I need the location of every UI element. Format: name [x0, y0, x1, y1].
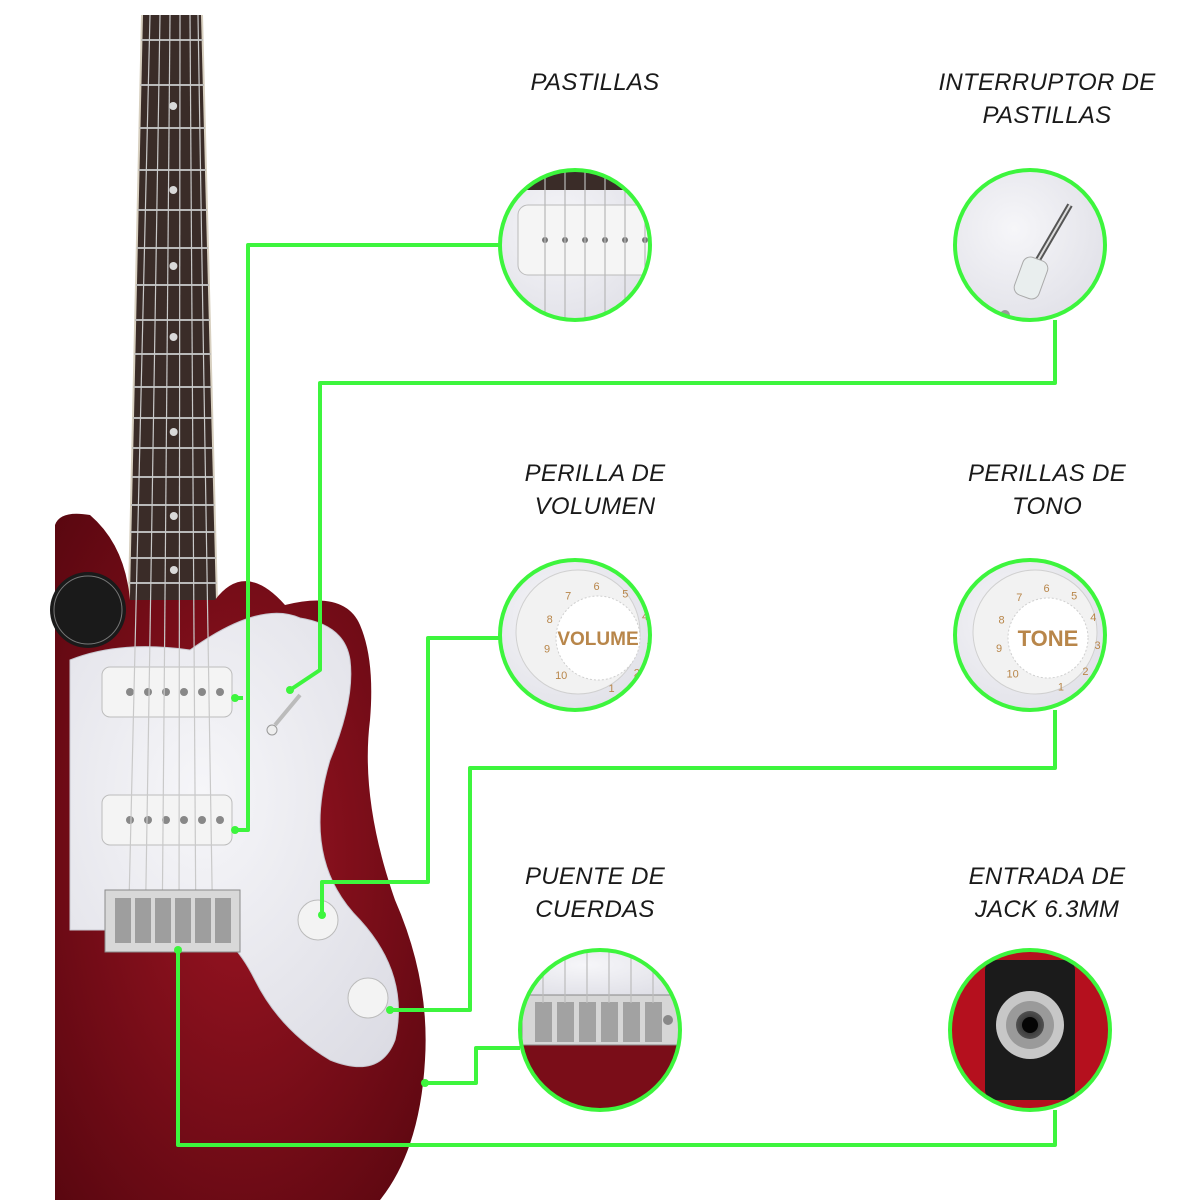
- knob-number: 8: [547, 614, 553, 626]
- label-volume-knob-line-2: VOLUMEN: [534, 493, 656, 520]
- knob-number: 5: [622, 589, 628, 601]
- label-bridge: PUENTE DE CUERDAS: [455, 860, 735, 926]
- label-tone-knobs-line-1: PERILLAS DE: [967, 460, 1127, 487]
- zoom-tone-knob: 1 2 3 4 5 6 78 9 10 TONE: [953, 558, 1107, 712]
- label-bridge-line-2: CUERDAS: [535, 896, 655, 923]
- fret-inlay-dot: [169, 262, 178, 270]
- knob-number: 1: [1058, 681, 1064, 693]
- label-pickups-line-1: PASTILLAS: [530, 69, 660, 96]
- knob-number: 3: [1094, 640, 1100, 652]
- label-tone-knobs: PERILLAS DE TONO: [907, 457, 1187, 523]
- callout-pickups: [235, 243, 500, 832]
- knob-number: 4: [642, 611, 648, 623]
- fret-inlay-dot: [169, 186, 178, 194]
- callout-switch: [288, 320, 1057, 692]
- knob-number: 7: [1016, 592, 1022, 604]
- volume-knob-label: VOLUME: [557, 629, 638, 650]
- zoom-bridge: [518, 948, 682, 1112]
- knob-number: 10: [555, 670, 567, 682]
- fret-inlay-dot: [169, 333, 178, 341]
- label-jack-input: ENTRADA DE JACK 6.3MM: [907, 860, 1187, 926]
- knob-number: 9: [544, 644, 550, 656]
- callout-lines: [176, 243, 1057, 1147]
- guitar-neck: [127, 14, 219, 641]
- knob-number: 6: [593, 581, 599, 593]
- zoom-pickup-switch: [953, 168, 1107, 322]
- label-jack-input-line-1: ENTRADA DE: [968, 863, 1126, 890]
- label-volume-knob: PERILLA DE VOLUMEN: [455, 457, 735, 523]
- guitar-body: [50, 14, 426, 1200]
- knob-number: 4: [1090, 612, 1096, 624]
- zoom-pickups: [498, 168, 652, 322]
- knob-number: 10: [1006, 668, 1018, 680]
- callout-jack: [176, 950, 1057, 1147]
- knob-number: 2: [634, 668, 640, 680]
- fret-inlay-dot: [169, 102, 178, 110]
- callout-tone: [390, 710, 1057, 1012]
- label-volume-knob-line-1: PERILLA DE: [524, 460, 666, 487]
- label-bridge-line-1: PUENTE DE: [524, 863, 666, 890]
- knob-number: 2: [1082, 666, 1088, 678]
- fret-inlay-dot: [169, 566, 178, 574]
- fret-inlay-dot: [169, 428, 178, 436]
- tone-knob-label: TONE: [1018, 626, 1079, 651]
- label-pickup-switch-line-2: PASTILLAS: [982, 102, 1112, 129]
- label-pickups: PASTILLAS: [455, 66, 735, 99]
- label-pickup-switch: INTERRUPTOR DE PASTILLAS: [907, 66, 1187, 132]
- label-tone-knobs-line-2: TONO: [1011, 493, 1083, 520]
- label-jack-input-line-2: JACK 6.3MM: [974, 896, 1120, 923]
- zoom-jack-input: [948, 948, 1112, 1112]
- knob-number: 6: [1043, 583, 1049, 595]
- knob-number: 7: [565, 590, 571, 602]
- knob-number: 5: [1071, 590, 1077, 602]
- knob-number: 9: [996, 643, 1002, 655]
- callout-bridge: [425, 1046, 520, 1085]
- label-pickup-switch-line-1: INTERRUPTOR DE: [938, 69, 1156, 96]
- callout-volume: [320, 636, 500, 915]
- fret-inlay-dot: [169, 512, 178, 520]
- knob-number: 1: [608, 683, 614, 695]
- knob-number: 8: [998, 615, 1004, 627]
